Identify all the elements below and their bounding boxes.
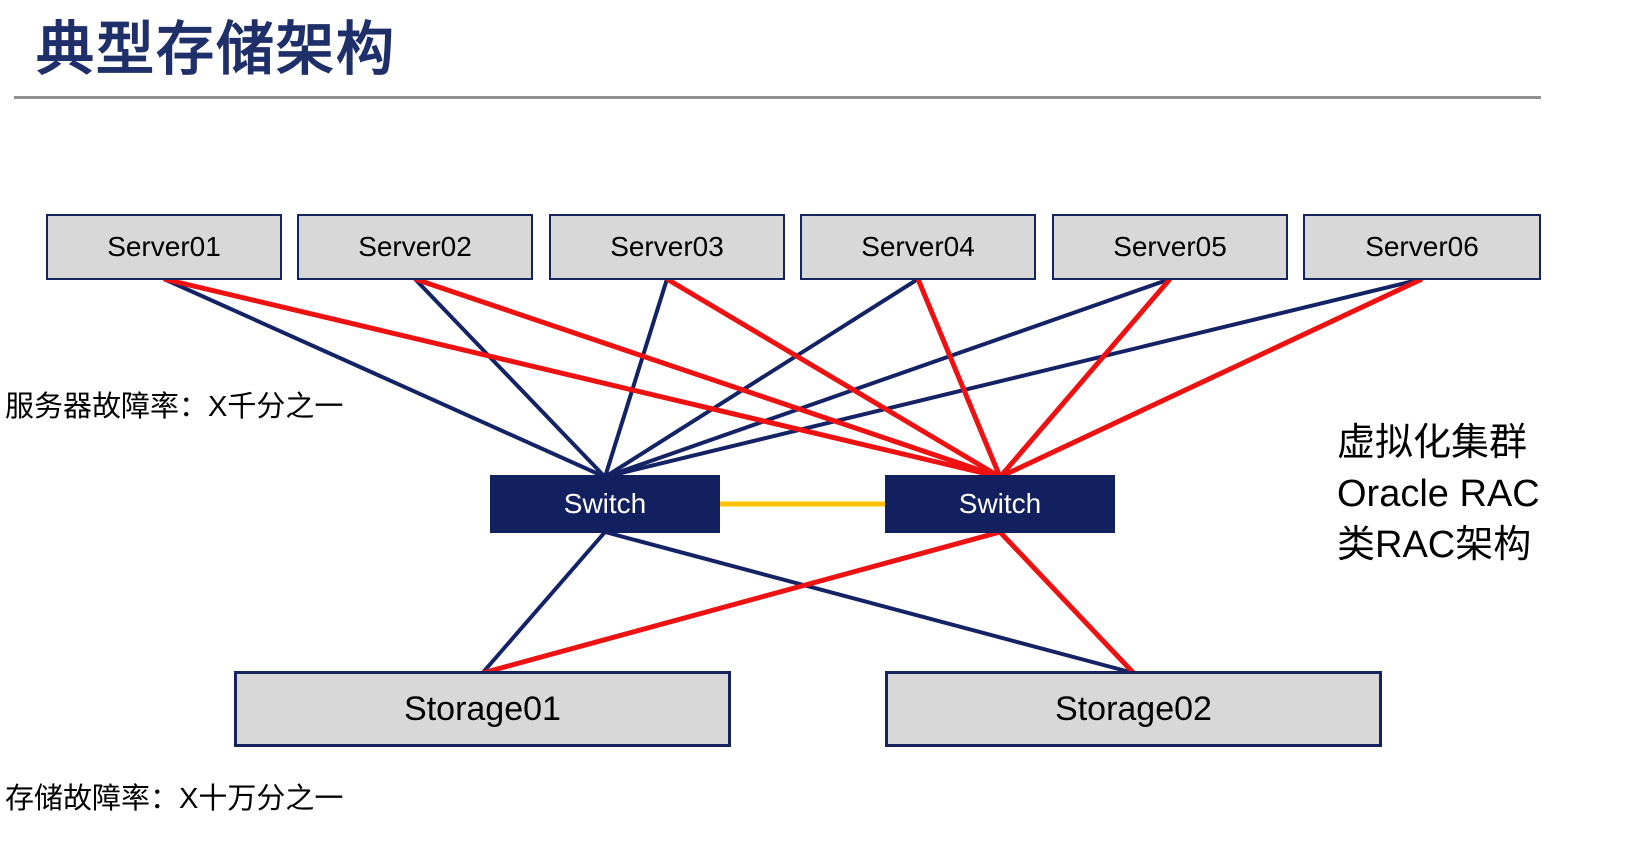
annotation-line-3: 类RAC架构 [1337,524,1532,566]
page-title: 典型存储架构 [36,17,397,82]
storage-failure-rate-label: 存储故障率：X十万分之一 [5,783,344,815]
edge-switch1-storage02 [604,530,1135,675]
edge-server04-switch2 [915,278,1003,478]
edge-switch1-storage01 [480,530,607,675]
node-server02: Server02 [297,214,533,280]
annotation-line-2: Oracle RAC [1337,473,1540,515]
edge-switch2-storage01 [481,529,1001,676]
edge-server03-switch2 [665,276,1002,480]
edge-server01-switch1 [163,277,606,479]
edge-server01-switch2 [163,276,1001,480]
edge-server02-switch1 [413,277,607,479]
node-storage01: Storage01 [234,671,731,747]
edge-server03-switch1 [603,278,669,478]
annotation-line-1: 虚拟化集群 [1337,422,1528,464]
edge-switch2-storage02 [998,530,1136,675]
cluster-annotation: 虚拟化集群 Oracle RAC 类RAC架构 [1337,418,1540,571]
node-switch2: Switch [885,475,1115,533]
node-switch1: Switch [490,475,720,533]
node-server06: Server06 [1303,214,1541,280]
edge-server05-switch1 [604,277,1171,479]
edge-server02-switch2 [414,276,1001,480]
edge-server04-switch1 [603,277,920,479]
title-divider [14,96,1541,99]
server-failure-rate-label: 服务器故障率：X千分之一 [5,391,344,423]
node-server05: Server05 [1052,214,1288,280]
node-server01: Server01 [46,214,282,280]
node-server04: Server04 [800,214,1036,280]
edge-server06-switch2 [998,276,1424,480]
edge-server05-switch2 [998,277,1172,479]
node-server03: Server03 [549,214,785,280]
edge-server06-switch1 [604,277,1423,479]
node-storage02: Storage02 [885,671,1382,747]
